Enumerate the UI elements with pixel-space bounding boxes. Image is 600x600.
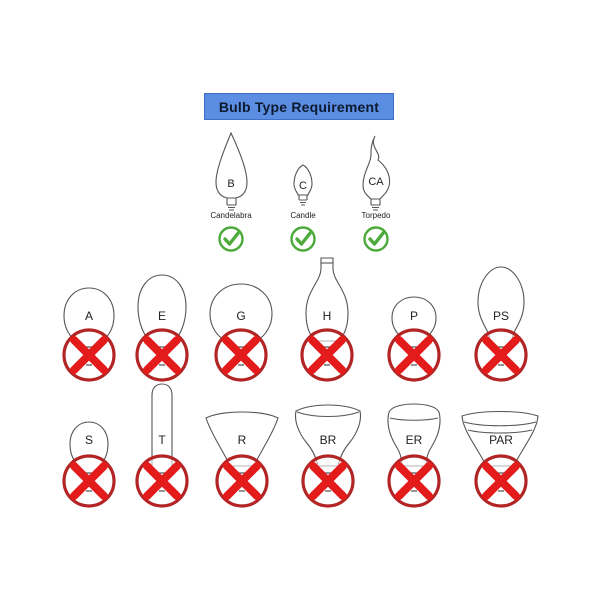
check-icon [218, 226, 244, 252]
x-icon [62, 328, 116, 382]
bulb-c-icon [293, 164, 313, 206]
bulb-name-label: Candelabra [210, 211, 252, 220]
bulb-p-icon [391, 296, 437, 342]
bulb-code-label: B [227, 178, 234, 190]
bulb-name-label: Candle [290, 211, 316, 220]
bulb-er-icon [387, 403, 441, 467]
x-icon [135, 454, 189, 508]
bulb-name-label: Torpedo [362, 211, 391, 220]
x-icon [474, 328, 528, 382]
x-icon [214, 328, 268, 382]
bulb-s-icon [69, 421, 109, 468]
check-icon [363, 226, 389, 252]
bulb-code-label: PAR [489, 433, 513, 447]
bulb-code-label: P [410, 309, 418, 323]
check-icon [290, 226, 316, 252]
bulb-code-label: C [299, 180, 307, 192]
bulb-a-icon [63, 287, 115, 343]
page-title: Bulb Type Requirement [218, 98, 380, 115]
x-icon [387, 454, 441, 508]
x-icon [135, 328, 189, 382]
bulb-code-label: T [158, 433, 166, 447]
bulb-r-icon [205, 411, 279, 467]
x-icon [301, 454, 355, 508]
x-icon [474, 454, 528, 508]
bulb-code-label: S [85, 433, 93, 447]
bulb-t-icon [151, 383, 173, 466]
bulb-code-label: G [236, 309, 245, 323]
bulb-ps-icon [477, 266, 525, 342]
bulb-code-label: E [158, 309, 166, 323]
bulb-ca-icon [362, 135, 391, 211]
bulb-code-label: H [323, 309, 332, 323]
bulb-code-label: R [238, 433, 247, 447]
bulb-code-label: CA [368, 176, 384, 188]
bulb-e-icon [137, 274, 187, 343]
bulb-code-label: ER [406, 433, 423, 447]
x-icon [215, 454, 269, 508]
x-icon [62, 454, 116, 508]
x-icon [300, 328, 354, 382]
bulb-b-icon [215, 131, 248, 211]
bulb-g-icon [209, 283, 273, 342]
x-icon [387, 328, 441, 382]
bulb-code-label: A [85, 309, 93, 323]
title-banner: Bulb Type Requirement [204, 93, 394, 120]
bulb-br-icon [294, 404, 362, 467]
bulb-code-label: BR [320, 433, 337, 447]
bulb-par-icon [461, 411, 539, 467]
bulb-code-label: PS [493, 309, 509, 323]
